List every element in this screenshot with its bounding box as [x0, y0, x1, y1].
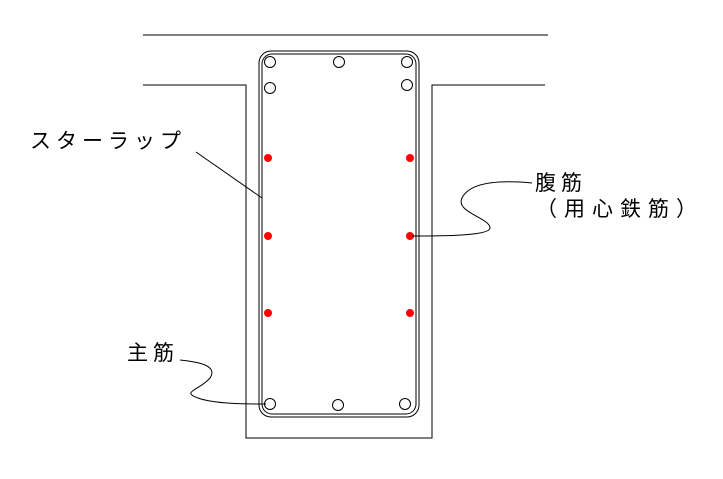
main-bar	[399, 398, 411, 410]
main-bar	[264, 398, 276, 410]
web-bar	[264, 309, 272, 317]
main-bar	[401, 56, 413, 68]
web-bar-label: 腹筋	[535, 171, 587, 195]
main-bar	[401, 79, 413, 91]
web-bar	[264, 154, 272, 162]
web-bar-sublabel: （用心鉄筋）	[536, 197, 704, 221]
stirrup-label: スターラップ	[30, 129, 186, 153]
main-bar	[264, 56, 276, 68]
web-bar	[406, 309, 414, 317]
main-bar	[332, 399, 344, 411]
main-bar-label: 主筋	[127, 341, 179, 365]
web-bar	[406, 232, 414, 240]
stirrup-inner	[261, 53, 417, 415]
web-bar	[264, 232, 272, 240]
stirrup-outer	[258, 50, 420, 418]
web-bar	[406, 154, 414, 162]
stirrup-leader-line	[195, 151, 263, 199]
main-bar	[333, 56, 345, 68]
beam-outline	[143, 84, 545, 439]
main-bar	[264, 82, 276, 94]
web-bar-leader-line	[411, 181, 533, 237]
main-bar-leader-line	[179, 359, 267, 405]
